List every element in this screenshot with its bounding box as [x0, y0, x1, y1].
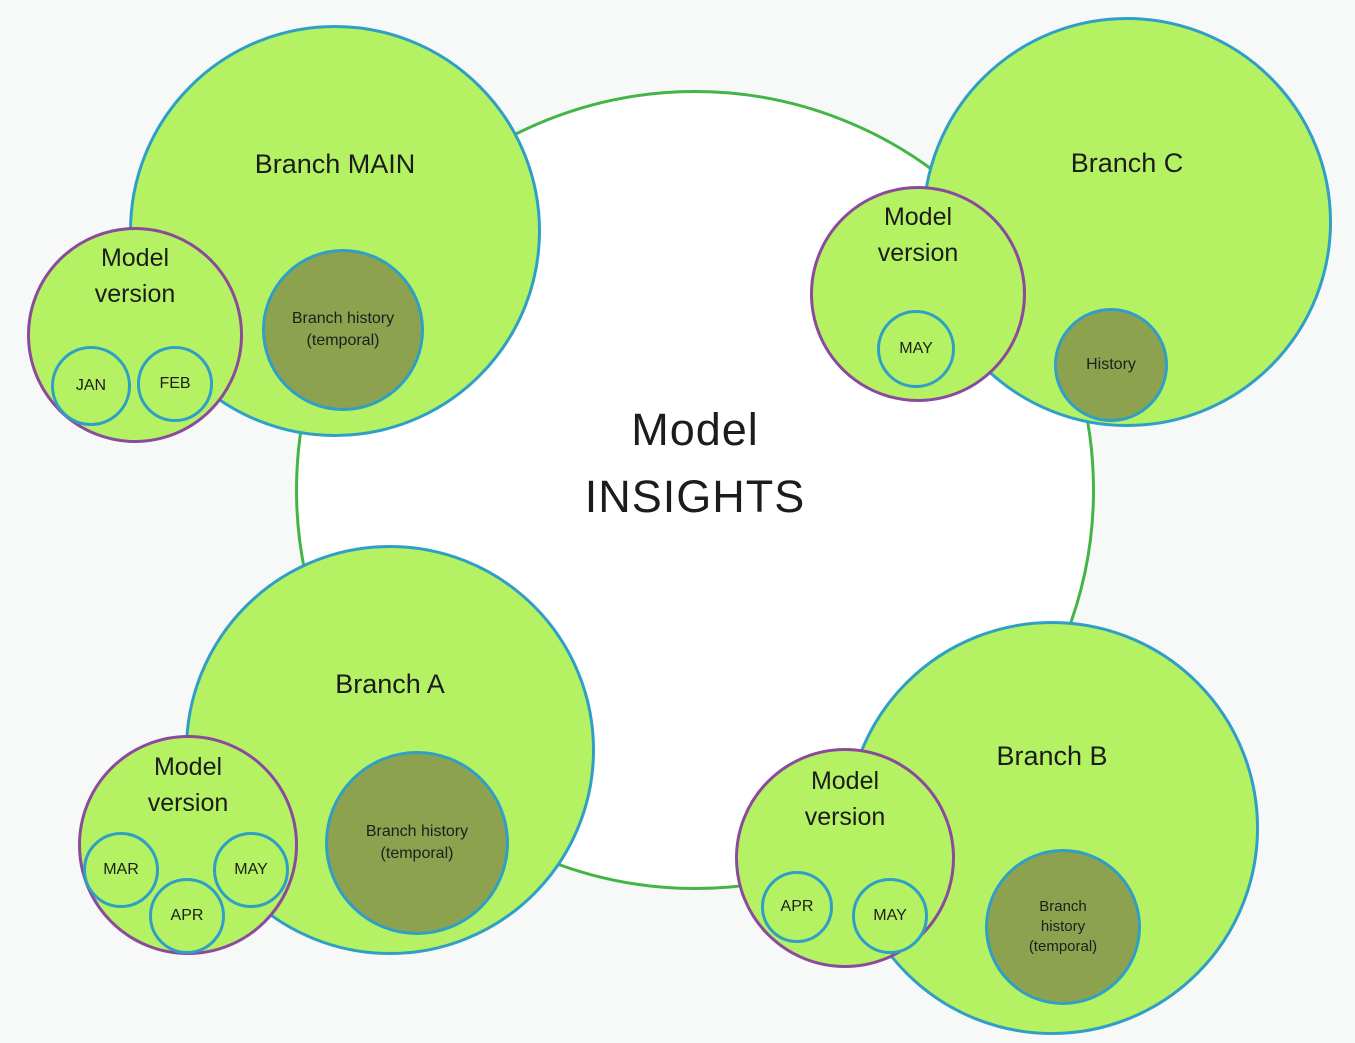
month-circle-may-a: MAY: [213, 832, 289, 908]
branch-b-model-version-label: Model version: [735, 763, 955, 836]
month-circle-may-c: MAY: [877, 310, 955, 388]
branch-main-label: Branch MAIN: [254, 149, 416, 179]
model-version-label-text: Model version: [804, 767, 886, 832]
month-circle-apr-a: APR: [149, 878, 225, 954]
branch-c-label: Branch C: [1070, 148, 1184, 178]
branch-main-history-circle: Branch history (temporal): [262, 249, 424, 411]
branch-c-history-label: History: [1086, 356, 1136, 374]
branch-b-label: Branch B: [996, 741, 1108, 771]
branch-c-model-version-label: Model version: [810, 199, 1026, 272]
model-version-label-text: Model version: [94, 244, 176, 309]
title-line-insights: INSIGHTS: [584, 471, 806, 522]
branch-main-model-version-label: Model version: [27, 240, 243, 313]
branch-b-history-circle: Branch history (temporal): [985, 849, 1141, 1005]
model-version-label-text: Model version: [877, 203, 959, 268]
branch-a-model-version-label: Model version: [78, 749, 298, 822]
month-circle-mar: MAR: [83, 832, 159, 908]
diagram-title: Model INSIGHTS: [295, 396, 1095, 530]
branch-c-history-circle: History: [1054, 308, 1168, 422]
month-circle-jan: JAN: [51, 346, 131, 426]
branch-a-history-circle: Branch history (temporal): [325, 751, 509, 935]
branch-a-history-label: Branch history (temporal): [365, 823, 469, 862]
title-line-model: Model: [631, 404, 759, 455]
month-circle-may-b: MAY: [852, 878, 928, 954]
branch-main-history-label: Branch history (temporal): [291, 310, 395, 349]
month-circle-apr-b: APR: [761, 871, 833, 943]
model-version-label-text: Model version: [147, 753, 229, 818]
month-circle-feb: FEB: [137, 346, 213, 422]
branch-b-history-label: Branch history (temporal): [1028, 897, 1098, 956]
branch-a-label: Branch A: [335, 669, 445, 699]
